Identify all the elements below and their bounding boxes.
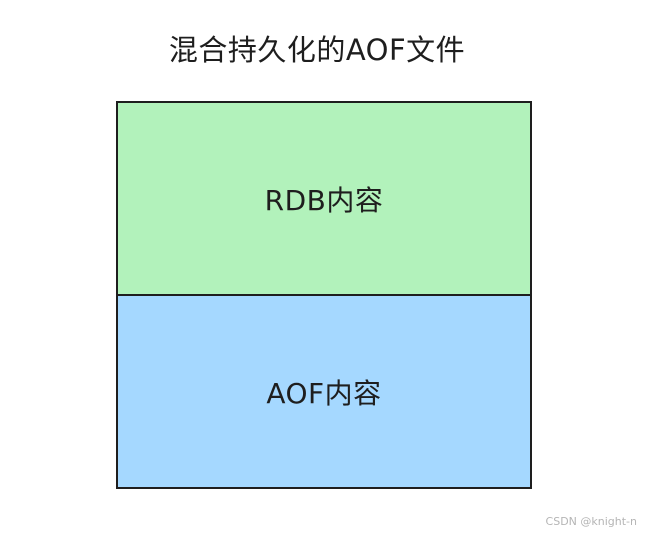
aof-file-box: RDB内容 AOF内容 xyxy=(116,101,532,489)
aof-content-label: AOF内容 xyxy=(266,376,382,410)
rdb-content-label: RDB内容 xyxy=(264,183,384,217)
aof-content-block: AOF内容 xyxy=(118,296,530,487)
watermark: CSDN @knight-n xyxy=(545,515,637,528)
rdb-content-block: RDB内容 xyxy=(118,103,530,296)
diagram-title: 混合持久化的AOF文件 xyxy=(168,33,466,67)
